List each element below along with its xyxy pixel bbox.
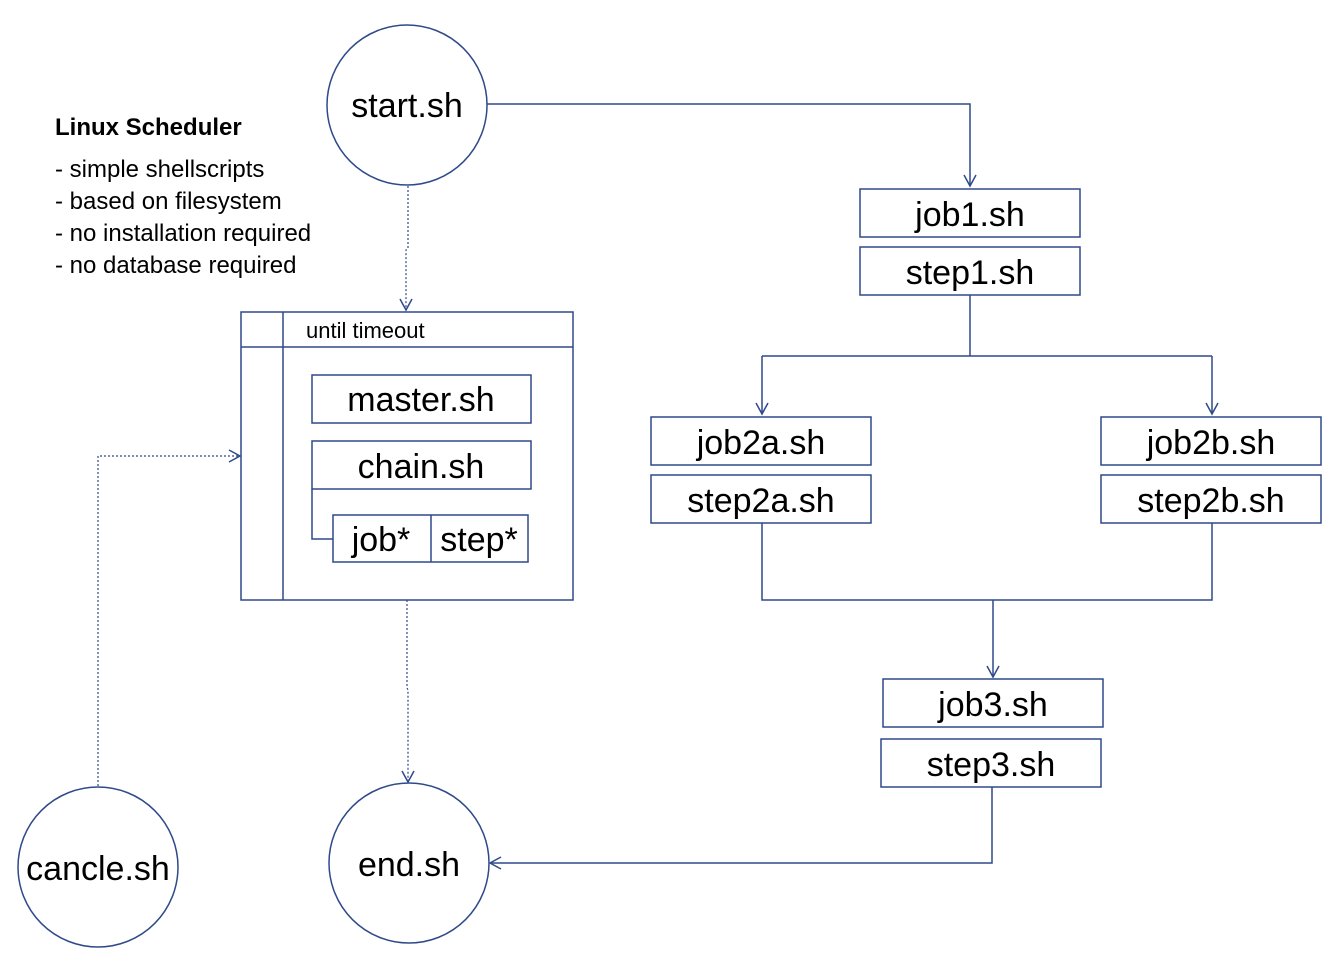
- job2b-label: job2b.sh: [1146, 424, 1276, 462]
- job3-group: job3.sh step3.sh: [880, 678, 1104, 788]
- loop-container: until timeout master.sh chain.sh job* st…: [240, 311, 574, 601]
- loop-label: until timeout: [306, 318, 425, 343]
- step1-box: [859, 246, 1081, 296]
- note-line: - based on filesystem: [55, 188, 282, 215]
- step1-label: step1.sh: [906, 254, 1035, 292]
- step3-label: step3.sh: [927, 746, 1056, 784]
- connectors: [97, 103, 1219, 870]
- end-circle: [328, 782, 490, 944]
- job2b-box: [1100, 416, 1322, 466]
- cancle-node: cancle.sh: [17, 786, 179, 948]
- note-line: - simple shellscripts: [55, 156, 264, 183]
- step-star-label: step*: [440, 521, 518, 559]
- step3-box: [880, 738, 1102, 788]
- job1-group: job1.sh step1.sh: [859, 188, 1081, 296]
- connector-cancle-loop: [97, 449, 242, 786]
- end-node: end.sh: [328, 782, 490, 944]
- note-line: - no database required: [55, 252, 297, 279]
- chain-label: chain.sh: [358, 448, 485, 486]
- chain-to-jobstep-connector: [311, 489, 333, 540]
- end-label: end.sh: [358, 846, 460, 884]
- job3-label: job3.sh: [937, 686, 1048, 724]
- master-label: master.sh: [347, 381, 494, 419]
- job2a-box: [650, 416, 872, 466]
- cancle-label: cancle.sh: [26, 850, 170, 888]
- connector-start-job1: [487, 103, 977, 188]
- job2b-group: job2b.sh step2b.sh: [1100, 416, 1322, 524]
- connector-start-loop: [399, 186, 413, 312]
- step2b-box: [1100, 474, 1322, 524]
- notes-title: Linux Scheduler: [55, 114, 242, 141]
- connector-step3-end: [488, 787, 993, 870]
- job-star-label: job*: [351, 521, 411, 559]
- step2a-box: [650, 474, 872, 524]
- connector-join: [761, 523, 1213, 601]
- job2a-group: job2a.sh step2a.sh: [650, 416, 872, 524]
- cancle-circle: [17, 786, 179, 948]
- step2a-label: step2a.sh: [687, 482, 834, 520]
- notes-block: Linux Scheduler - simple shellscripts - …: [55, 114, 311, 279]
- job1-box: [859, 188, 1081, 238]
- note-line: - no installation required: [55, 220, 311, 247]
- chain-box: [311, 440, 532, 490]
- start-circle: [326, 24, 488, 186]
- connector-loop-end: [401, 600, 415, 784]
- job1-label: job1.sh: [914, 196, 1025, 234]
- step2b-label: step2b.sh: [1137, 482, 1284, 520]
- master-box: [311, 374, 532, 424]
- start-node: start.sh: [326, 24, 488, 186]
- job3-box: [882, 678, 1104, 728]
- start-label: start.sh: [351, 87, 462, 125]
- job2a-label: job2a.sh: [696, 424, 826, 462]
